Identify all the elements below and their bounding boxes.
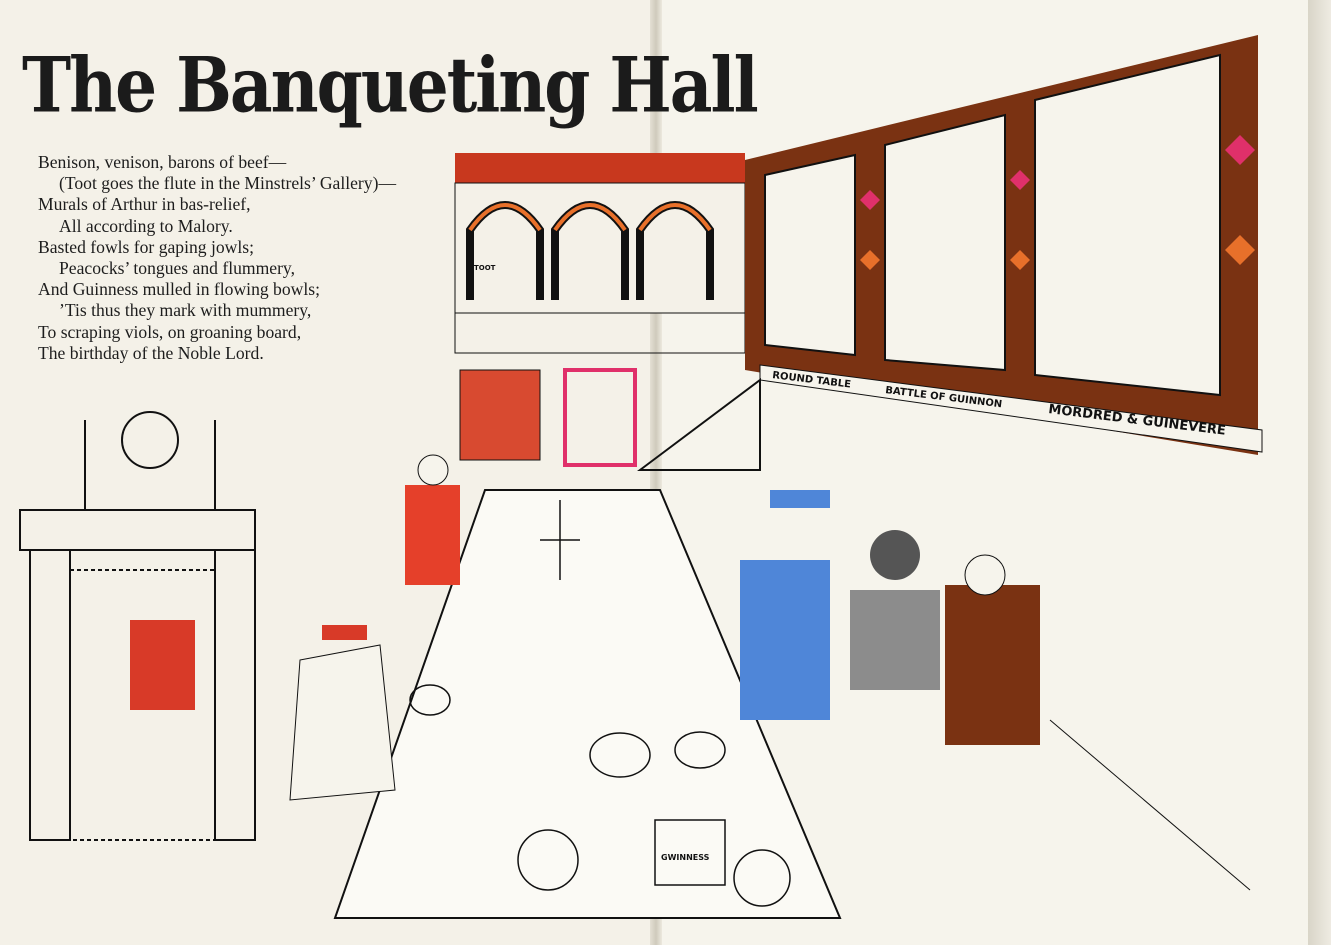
murals: ROUND TABLE BATTLE OF GUINNON MORDRED & … [745,35,1263,455]
poem-line: ’Tis thus they mark with mummery, [59,300,312,321]
floor-line [1049,719,1251,891]
tableware [409,500,791,907]
poem-line: All according to Malory. [59,215,233,236]
fireplace [19,411,256,841]
poem-line: To scraping viols, on groaning board, [38,321,302,342]
poem-line: And Guinness mulled in flowing bowls; [38,279,320,300]
poem-line: Basted fowls for gaping jowls; [38,236,254,257]
mug-label: GWINNESS [661,853,710,862]
poem-line: The birthday of the Noble Lord. [38,342,264,363]
poem: Benison, venison, barons of beef— (Toot … [38,152,396,364]
poem-line: Peacocks’ tongues and flummery, [59,258,295,279]
staircase [637,378,761,471]
guests [130,454,1040,801]
poem-line: Murals of Arthur in bas-relief, [38,194,251,215]
poem-line: Benison, venison, barons of beef— [38,152,287,172]
page-edge [1308,0,1331,945]
minstrels-gallery: TOOT [454,153,746,467]
minstrel-label: TOOT [474,264,496,272]
page-title: The Banqueting Hall [22,40,759,130]
poem-line: (Toot goes the flute in the Minstrels’ G… [59,173,397,194]
